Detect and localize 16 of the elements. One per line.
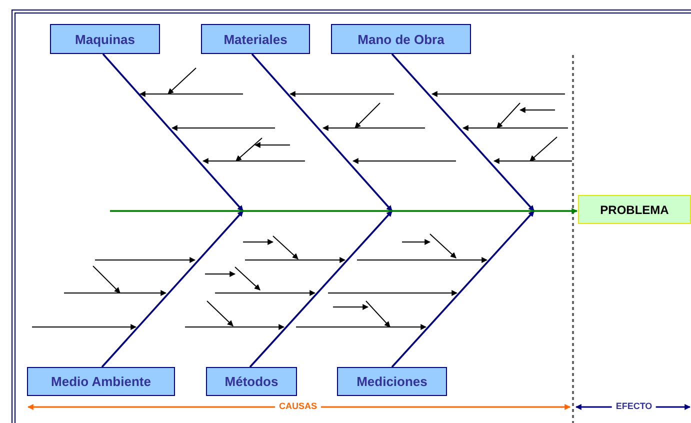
spine-arrow <box>110 208 578 214</box>
bone-arrow <box>251 53 393 212</box>
bone-arrow <box>101 210 244 368</box>
bone-arrow <box>249 210 393 368</box>
dimension-label: EFECTO <box>612 401 656 411</box>
dimension-label: CAUSAS <box>275 401 321 411</box>
category-box: Métodos <box>206 367 297 396</box>
category-box: Maquinas <box>50 24 160 54</box>
bone-arrow <box>102 53 244 212</box>
category-box: Mediciones <box>337 367 447 396</box>
category-box: Mano de Obra <box>331 24 471 54</box>
category-box: Medio Ambiente <box>27 367 175 396</box>
problem-box: PROBLEMA <box>578 195 691 224</box>
bone-arrow <box>391 210 535 368</box>
bone-arrow <box>391 53 535 212</box>
category-box: Materiales <box>201 24 310 54</box>
